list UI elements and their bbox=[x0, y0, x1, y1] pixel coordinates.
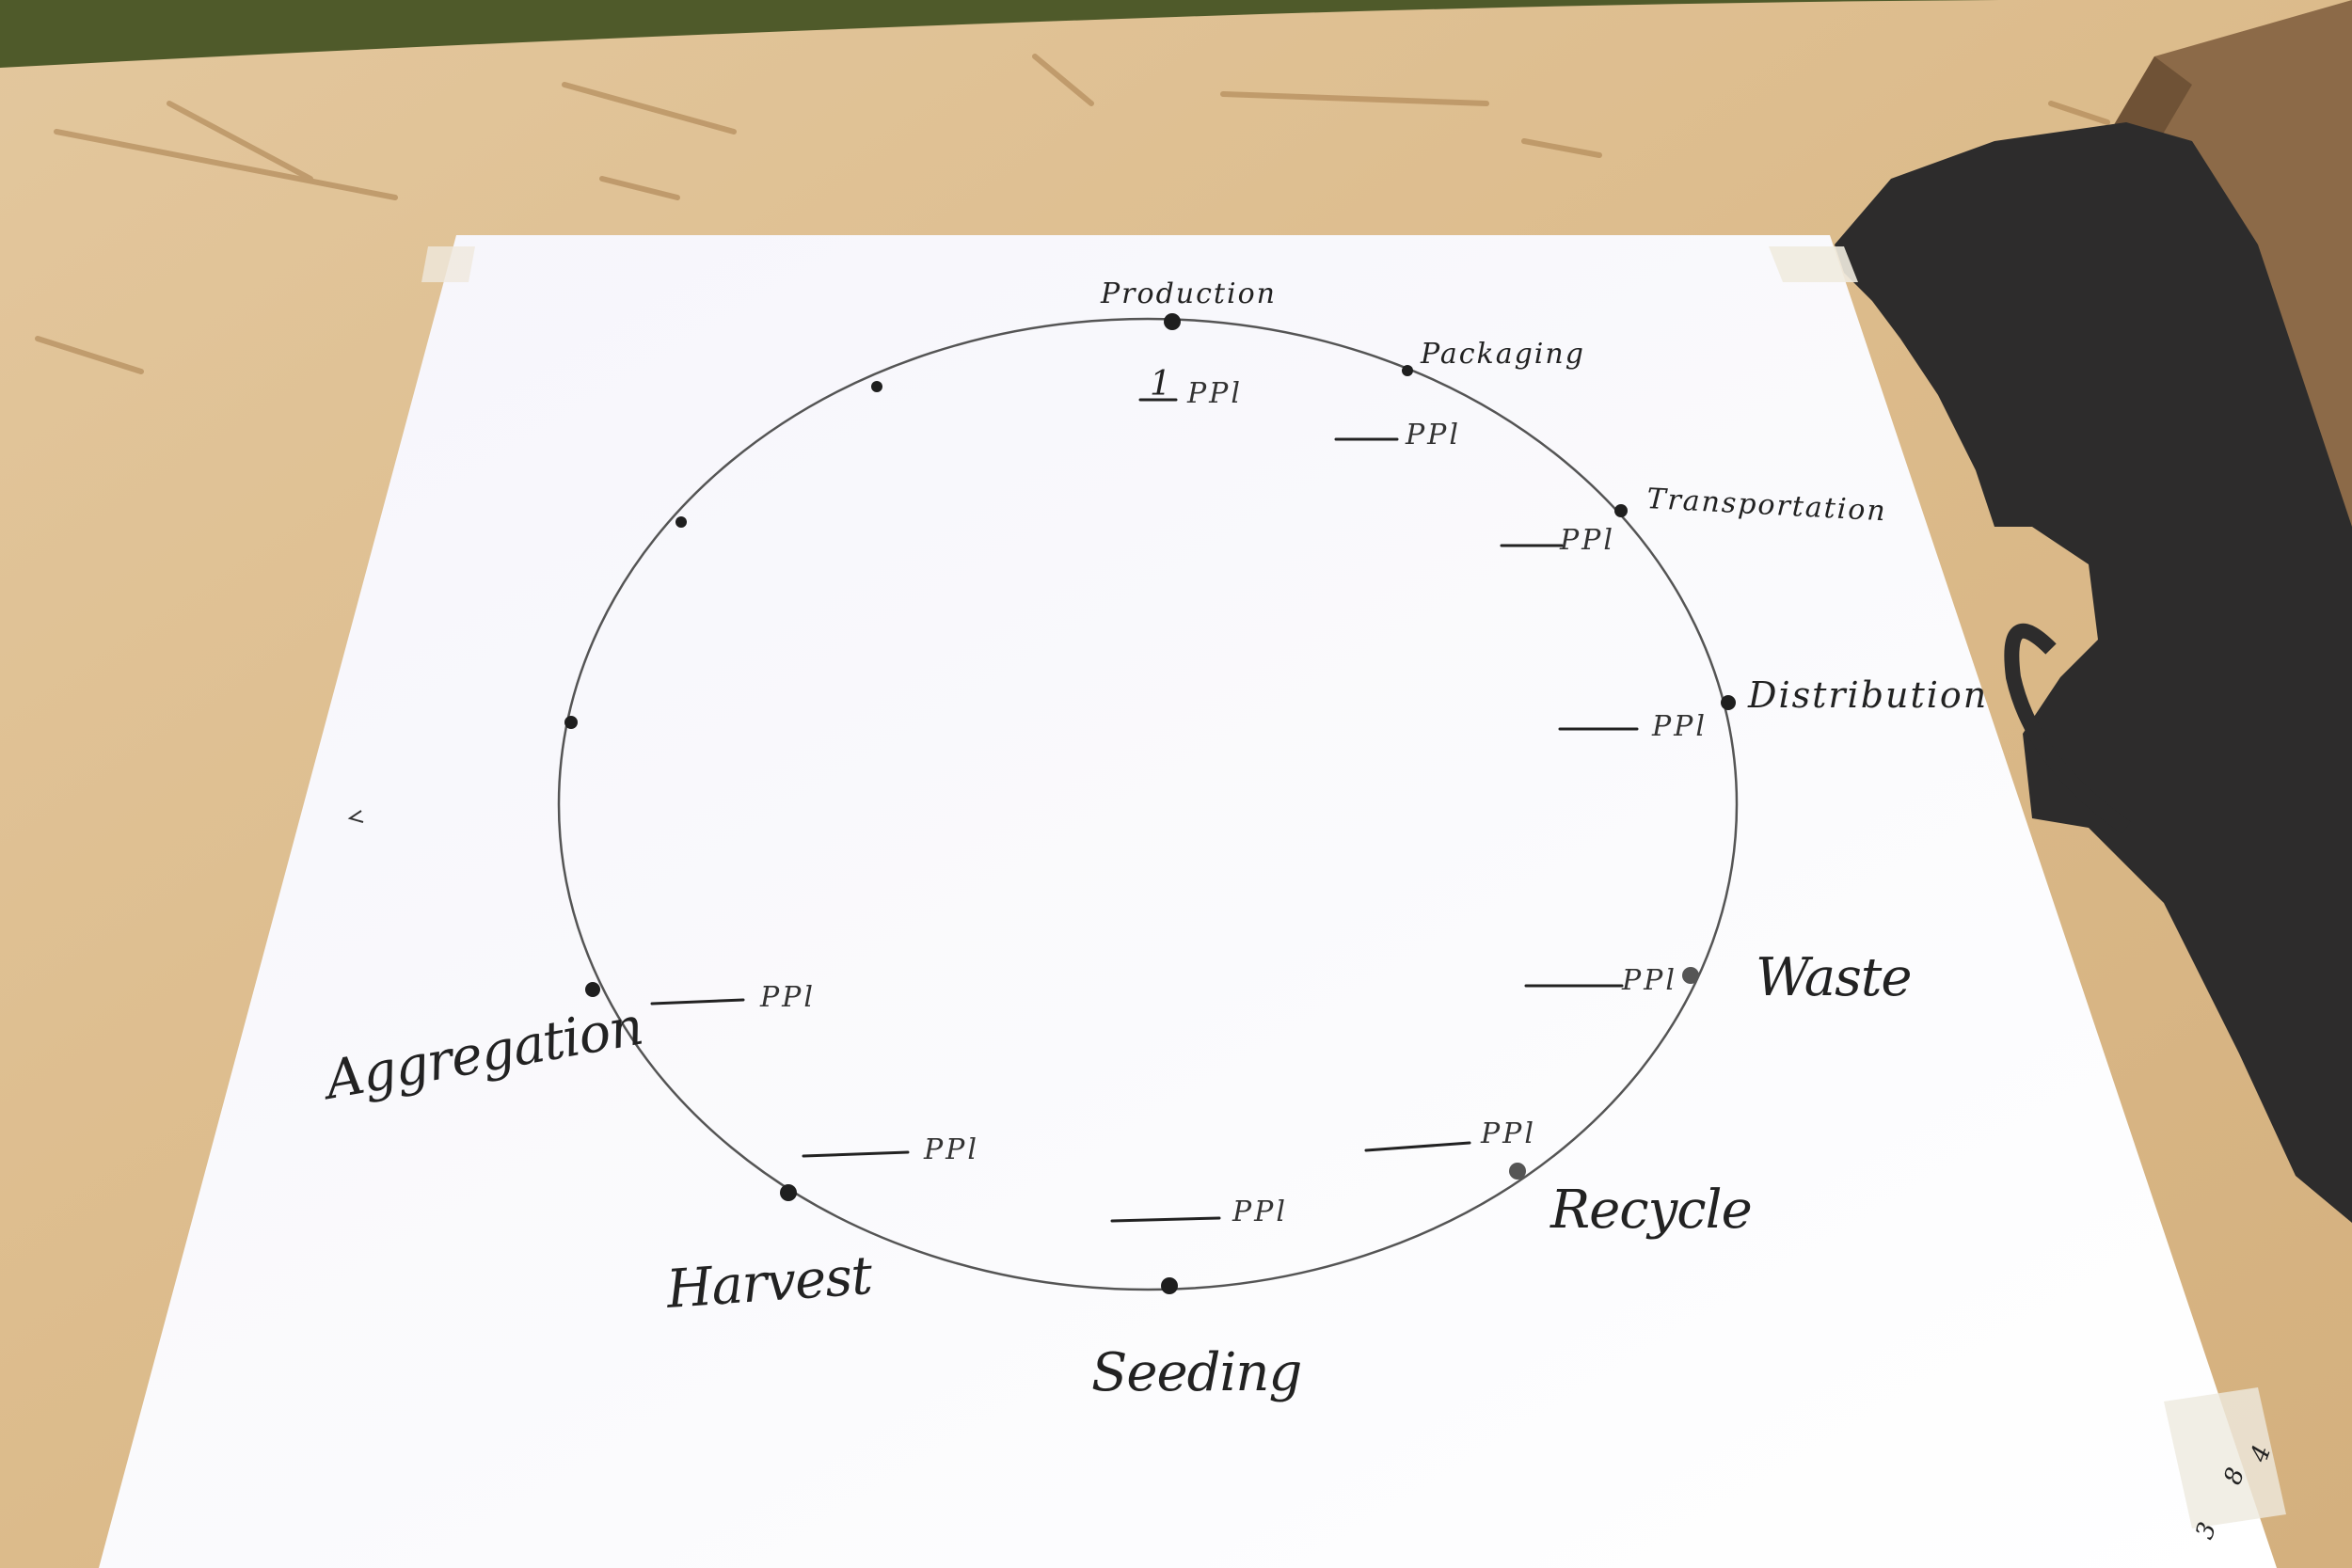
label-packaging: Packaging bbox=[1420, 338, 1585, 371]
tape-bottom-right bbox=[2164, 1387, 2286, 1528]
label-harvest: Harvest bbox=[663, 1245, 875, 1321]
dot-seeding bbox=[1161, 1277, 1178, 1294]
label-distribution: Distribution bbox=[1747, 674, 1988, 716]
dot-distribution bbox=[1721, 695, 1736, 710]
box-shadow-handle bbox=[2004, 623, 2131, 834]
label-seeding: Seeding bbox=[1091, 1342, 1301, 1403]
stray-mark bbox=[347, 810, 364, 823]
box-shadow bbox=[1835, 122, 2352, 1223]
ppl-blanks bbox=[650, 398, 1639, 1223]
dot-packaging bbox=[1402, 365, 1413, 376]
ppl-distribution: PPl bbox=[1651, 710, 1708, 743]
ppl-harvest: PPl bbox=[923, 1133, 979, 1166]
dot-aggregation bbox=[585, 982, 600, 997]
label-recycle: Recycle bbox=[1549, 1180, 1752, 1241]
dot-unlabeled-left-1 bbox=[564, 716, 578, 729]
ppl-packaging: PPl bbox=[1405, 419, 1461, 451]
dot-unlabeled-left-2 bbox=[675, 516, 687, 528]
cycle-circle bbox=[557, 317, 1739, 1291]
stage-dots bbox=[564, 313, 1736, 1294]
ppl-recycle: PPl bbox=[1480, 1117, 1536, 1150]
blank-recycle bbox=[1364, 1141, 1471, 1152]
dot-harvest bbox=[780, 1184, 797, 1201]
dot-transportation bbox=[1614, 504, 1628, 517]
ppl-aggregation: PPl bbox=[759, 981, 816, 1014]
dot-unlabeled-left-3 bbox=[871, 381, 882, 392]
label-waste: Waste bbox=[1756, 947, 1911, 1008]
blank-harvest bbox=[802, 1150, 910, 1158]
dot-waste bbox=[1682, 967, 1699, 984]
dot-recycle bbox=[1509, 1163, 1526, 1180]
production-count: 1 bbox=[1150, 365, 1171, 404]
blank-seeding bbox=[1110, 1216, 1221, 1223]
table-stains bbox=[35, 54, 2110, 374]
dot-production bbox=[1164, 313, 1181, 330]
tape-top-right bbox=[1769, 246, 1858, 282]
ppl-production: PPl bbox=[1186, 377, 1243, 410]
ppl-waste: PPl bbox=[1621, 964, 1677, 997]
blank-aggregation bbox=[650, 998, 745, 1006]
tape-top-left bbox=[421, 246, 475, 282]
ppl-transportation: PPl bbox=[1559, 524, 1615, 557]
paper-sheet bbox=[99, 235, 2277, 1568]
label-production: Production bbox=[1100, 277, 1277, 310]
ppl-seeding: PPl bbox=[1232, 1196, 1288, 1228]
